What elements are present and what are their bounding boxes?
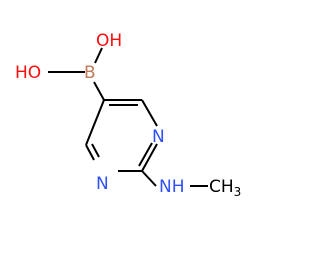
bond-n1-c2-inner bbox=[138, 142, 153, 167]
bond-n3-c4 bbox=[85, 144, 95, 161]
atom-label-nh: NH bbox=[159, 177, 185, 197]
bond-n1-c2 bbox=[141, 143, 158, 172]
bond-c6-n1 bbox=[141, 99, 158, 127]
bond-c2-nh bbox=[141, 170, 157, 187]
molecule-drawing: OH HO B N N NH CH3 bbox=[15, 31, 241, 199]
atom-label-n-ring-bottom: N bbox=[96, 174, 109, 194]
atom-label-methyl: CH3 bbox=[209, 177, 241, 199]
atom-label-oh-top: OH bbox=[96, 31, 122, 51]
bond-c4-c5 bbox=[85, 99, 105, 146]
bond-b-oh-top bbox=[94, 47, 103, 64]
structure-diagram: OH HO B N N NH CH3 bbox=[15, 31, 241, 199]
methyl-ch: CH bbox=[209, 177, 234, 197]
methyl-subscript: 3 bbox=[234, 185, 242, 199]
bond-b-c5 bbox=[93, 81, 105, 101]
atom-label-n-ring-right: N bbox=[152, 127, 165, 147]
atom-label-boron: B bbox=[84, 63, 96, 83]
atom-label-ho-left: HO bbox=[15, 63, 41, 83]
bond-n3-c4-inner bbox=[91, 143, 100, 158]
